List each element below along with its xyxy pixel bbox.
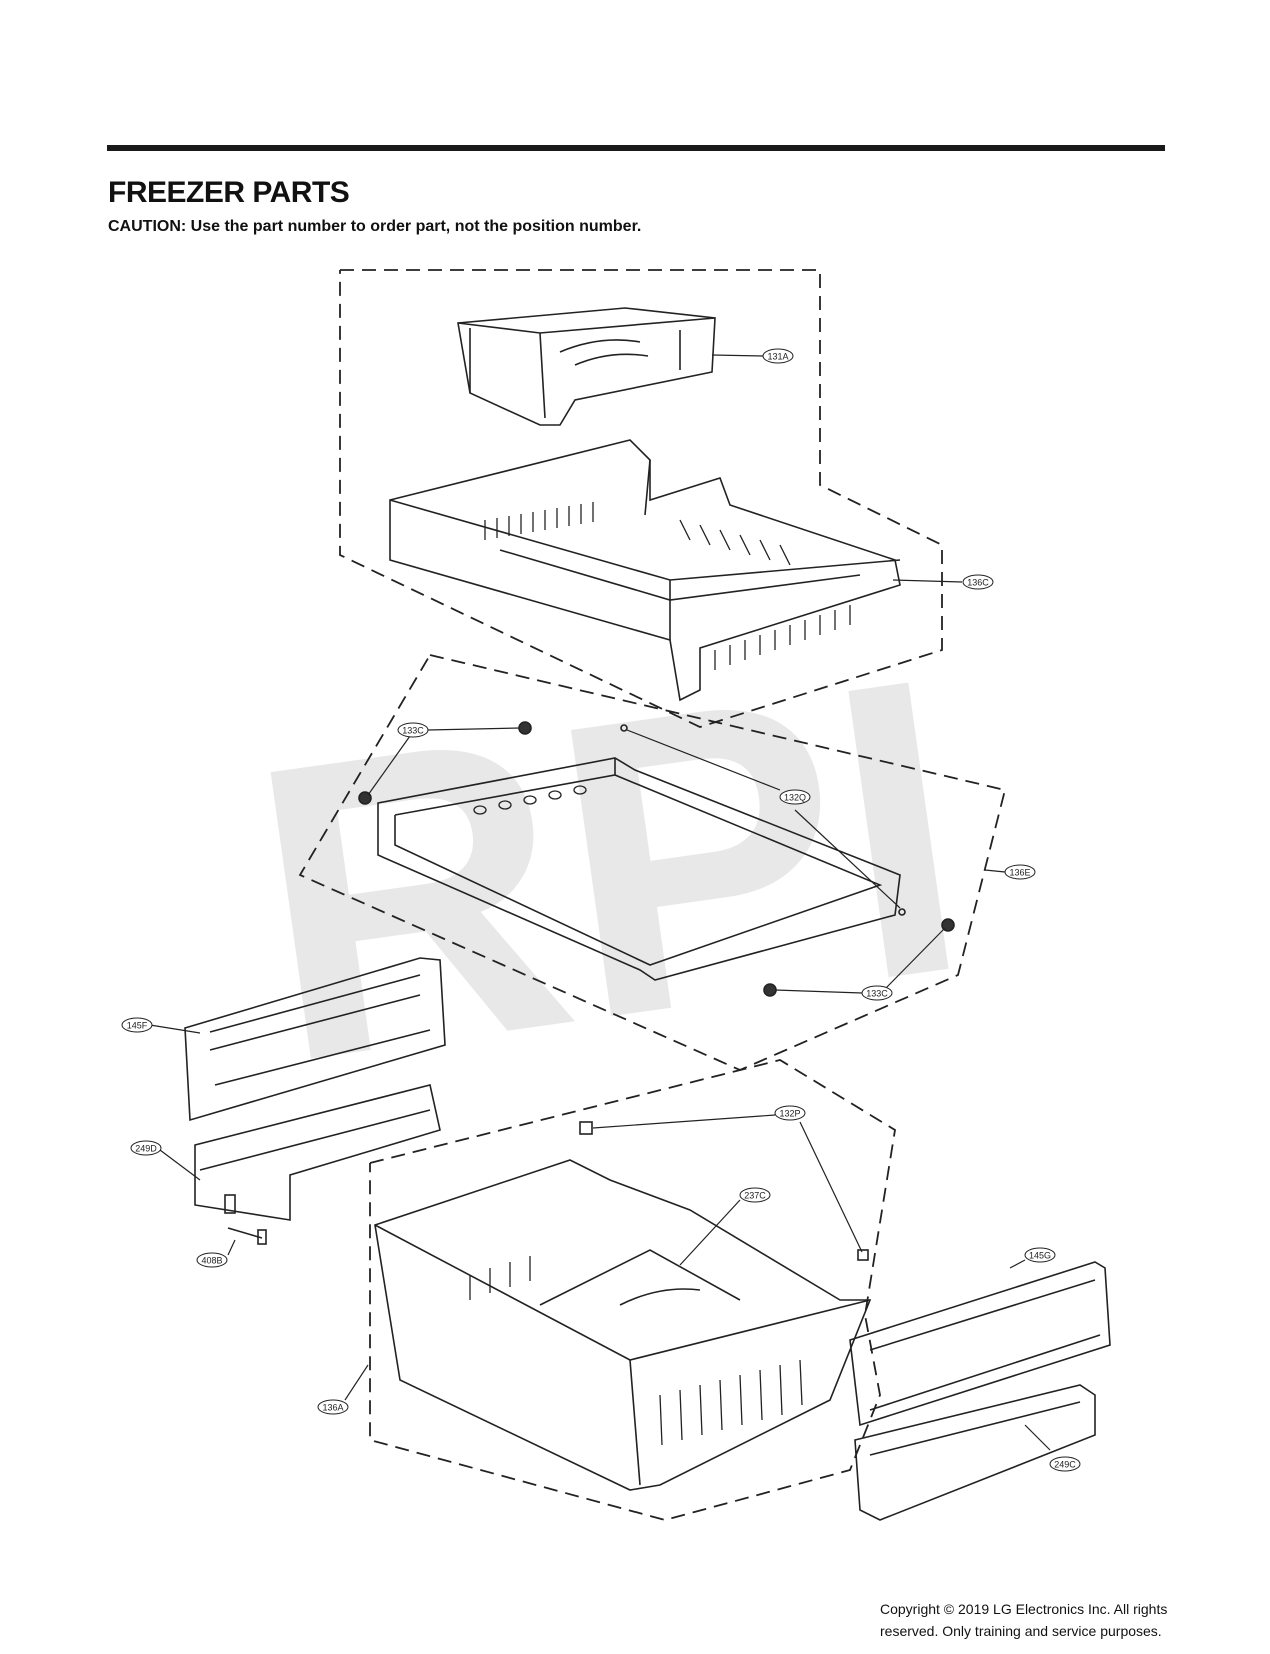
svg-text:131A: 131A xyxy=(767,351,788,361)
part-small-pins xyxy=(579,724,906,1261)
part-right-rail xyxy=(849,1261,1111,1427)
callout-237C: 237C xyxy=(739,1187,771,1203)
part-right-bracket xyxy=(854,1384,1096,1521)
part-small-bin xyxy=(457,307,716,426)
svg-text:136A: 136A xyxy=(322,1402,343,1412)
part-rollers xyxy=(358,721,955,997)
svg-text:136E: 136E xyxy=(1009,867,1030,877)
copyright-line-2: reserved. Only training and service purp… xyxy=(880,1623,1162,1639)
svg-text:249C: 249C xyxy=(1054,1459,1076,1469)
svg-text:132P: 132P xyxy=(779,1108,800,1118)
part-upper-basket xyxy=(389,439,901,702)
callout-133C-top: 133C xyxy=(397,722,429,738)
callout-145F: 145F xyxy=(121,1017,153,1033)
callout-132Q: 132Q xyxy=(779,789,811,805)
callout-136A: 136A xyxy=(317,1399,349,1415)
callout-133C-bottom: 133C xyxy=(861,985,893,1001)
copyright-notice: Copyright © 2019 LG Electronics Inc. All… xyxy=(880,1598,1240,1642)
watermark-text: RPI xyxy=(230,589,989,1151)
svg-text:145F: 145F xyxy=(127,1020,148,1030)
svg-text:133C: 133C xyxy=(402,725,424,735)
callout-131A: 131A xyxy=(762,348,794,364)
callout-249D: 249D xyxy=(130,1140,162,1156)
part-lower-basket xyxy=(374,1159,872,1491)
callout-145G: 145G xyxy=(1024,1247,1056,1263)
caution-note: CAUTION: Use the part number to order pa… xyxy=(108,218,642,235)
part-left-bracket xyxy=(194,1084,441,1221)
callout-408B: 408B xyxy=(196,1252,228,1268)
page-title: FREEZER PARTS xyxy=(108,176,350,209)
part-left-rail xyxy=(184,957,446,1122)
svg-text:132Q: 132Q xyxy=(784,792,806,802)
part-rail-frame xyxy=(377,757,901,981)
header-rule xyxy=(107,145,1165,151)
callout-136E: 136E xyxy=(1004,864,1036,880)
svg-text:408B: 408B xyxy=(201,1255,222,1265)
part-screw xyxy=(227,1227,267,1245)
callout-136C: 136C xyxy=(962,574,994,590)
svg-text:145G: 145G xyxy=(1029,1250,1051,1260)
svg-text:136C: 136C xyxy=(967,577,989,587)
copyright-line-1: Copyright © 2019 LG Electronics Inc. All… xyxy=(880,1601,1168,1617)
callout-132P: 132P xyxy=(774,1105,806,1121)
svg-text:133C: 133C xyxy=(866,988,888,998)
assembly-boundary-lines xyxy=(298,269,1007,1521)
svg-text:237C: 237C xyxy=(744,1190,766,1200)
leader-lines xyxy=(149,354,1051,1451)
callout-249C: 249C xyxy=(1049,1456,1081,1472)
svg-text:249D: 249D xyxy=(135,1143,157,1153)
